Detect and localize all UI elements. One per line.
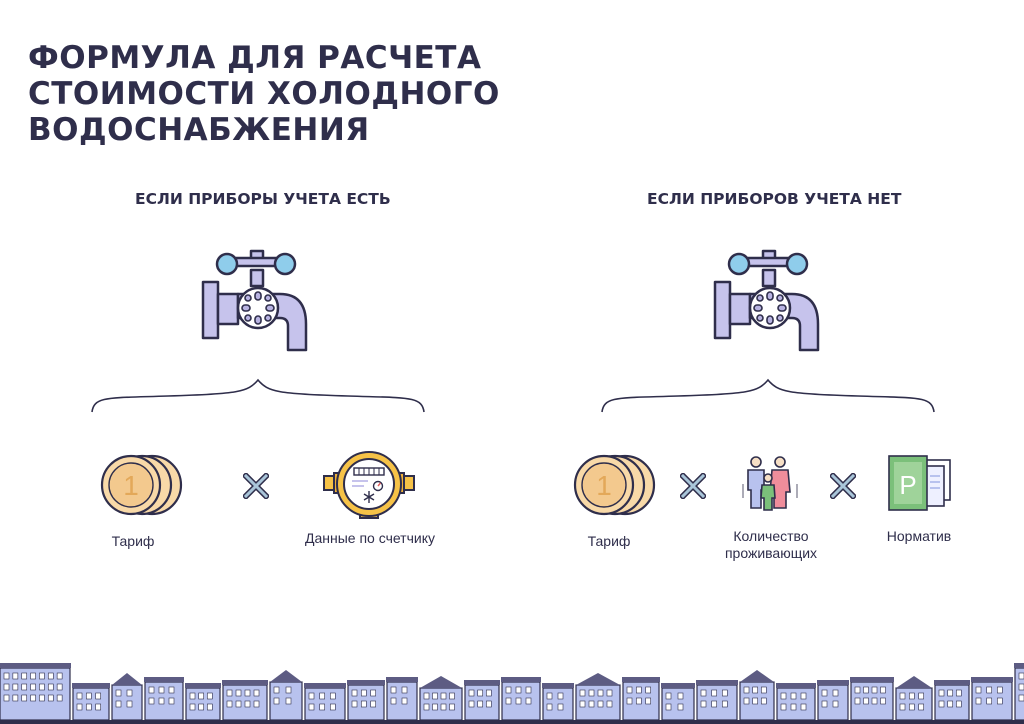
coins-icon: 1: [100, 454, 183, 516]
norm-label: Норматив: [886, 528, 952, 544]
residents-label: Количество проживающих: [724, 528, 818, 561]
curly-brace: [91, 378, 425, 413]
multiply-icon: [243, 473, 269, 499]
multiply-icon: [680, 473, 706, 499]
tariff-label: Тариф: [587, 533, 631, 549]
document-p-icon: P: [888, 455, 951, 511]
tariff-label: Тариф: [111, 533, 155, 549]
family-icon: [742, 456, 798, 511]
curly-brace: [601, 378, 935, 413]
faucet-icon: [201, 249, 308, 352]
multiply-icon: [830, 473, 856, 499]
svg-text:P: P: [899, 470, 916, 500]
water-meter-icon: [323, 451, 415, 519]
meter-data-label: Данные по счетчику: [305, 530, 435, 546]
town-skyline-decoration: [0, 663, 1024, 724]
svg-text:1: 1: [596, 470, 612, 501]
faucet-icon: [713, 249, 820, 352]
svg-text:1: 1: [123, 470, 139, 501]
heading-with-meters: ЕСЛИ ПРИБОРЫ УЧЕТА ЕСТЬ: [135, 190, 391, 208]
page-title: ФОРМУЛА ДЛЯ РАСЧЕТА СТОИМОСТИ ХОЛОДНОГО …: [28, 40, 500, 148]
coins-icon: 1: [573, 454, 656, 516]
heading-without-meters: ЕСЛИ ПРИБОРОВ УЧЕТА НЕТ: [647, 190, 902, 208]
